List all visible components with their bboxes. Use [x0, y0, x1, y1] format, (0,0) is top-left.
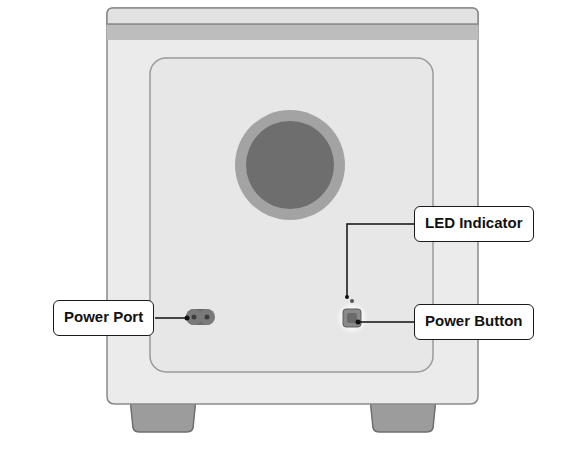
bass-port: [246, 121, 334, 209]
leader-line: [155, 317, 186, 319]
top-lid: [107, 8, 478, 24]
callout-box: Power Port: [53, 300, 154, 336]
top-band: [107, 24, 478, 40]
callout-label: Power Port: [64, 307, 143, 327]
power-port: [186, 309, 215, 325]
rear-panel: [150, 58, 433, 372]
power-button: [343, 309, 361, 327]
power-button-face: [347, 313, 357, 323]
leader-line: [347, 224, 414, 297]
leader-dot: [345, 295, 349, 299]
callout-box: LED Indicator: [414, 206, 534, 242]
callout-label: LED Indicator: [425, 213, 523, 233]
callout-label: Power Button: [425, 311, 523, 331]
leader-line: [360, 321, 414, 323]
leader-dot: [356, 320, 361, 325]
button-glow: [336, 302, 368, 334]
leader-dot: [185, 316, 190, 321]
callout-box: Power Button: [414, 304, 534, 340]
bass-port-rim: [235, 110, 345, 220]
led-indicator: [350, 299, 354, 303]
